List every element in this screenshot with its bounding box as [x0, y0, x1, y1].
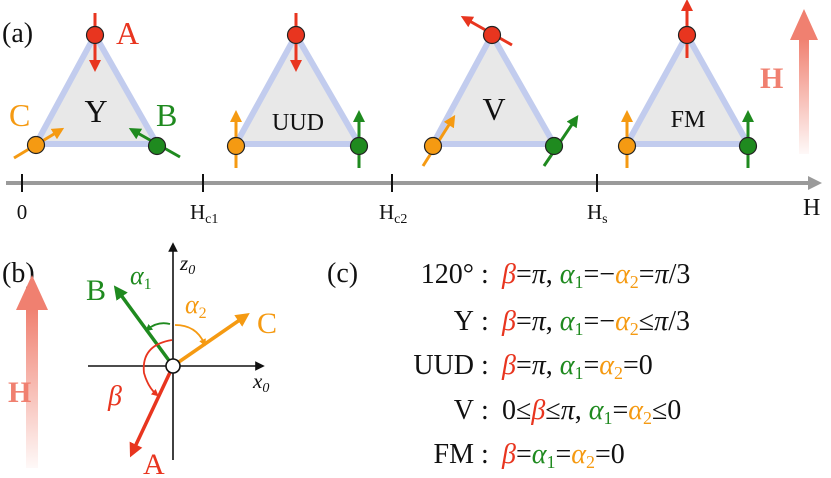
- site-c: [423, 136, 443, 156]
- site-label-b: B: [156, 97, 177, 133]
- field-arrow-a-shaft: [799, 38, 809, 154]
- site-c: [226, 136, 246, 156]
- site-label-a: A: [116, 15, 139, 51]
- alpha1-label: α1: [130, 261, 152, 293]
- spin-c-label: C: [257, 307, 277, 340]
- row-phase-name: FM: [434, 439, 475, 470]
- phase-label-y: Y: [84, 93, 107, 129]
- tick-label-zero: 0: [17, 200, 28, 224]
- triangle-uud-body: [233, 32, 362, 147]
- triangle-fm: FM: [617, 0, 758, 168]
- row-colon: :: [481, 439, 489, 470]
- site-b: [349, 136, 369, 156]
- site-c: [26, 135, 46, 155]
- row-condition: β=π, α1=−α2=π/3: [501, 259, 690, 292]
- tick-label-hc2: Hc2: [379, 200, 407, 227]
- row-phase-name: UUD: [413, 350, 474, 381]
- spin-a-label: A: [143, 448, 165, 478]
- row-colon: :: [481, 395, 489, 426]
- phase-label-uud: UUD: [272, 110, 324, 136]
- condition-row-y: Y : β=π, α1=−α2≤π/3: [454, 306, 690, 339]
- spin-a-vector: [129, 365, 175, 458]
- alpha1-arc: [145, 322, 171, 332]
- phase-label-fm: FM: [671, 107, 706, 133]
- alpha2-arc: [174, 324, 206, 347]
- tick-label-hs: Hs: [587, 200, 608, 227]
- condition-table: 120° : β=π, α1=−α2=π/3 Y : β=π, α1=−α2≤π…: [413, 259, 690, 472]
- axis-label-h: H: [803, 195, 820, 221]
- panel-a-label: (a): [2, 18, 33, 49]
- field-arrow-b-shaft: [26, 308, 38, 468]
- field-arrow-b-head: [16, 275, 48, 310]
- panel-c-label: (c): [327, 258, 358, 289]
- condition-row-v: V : 0≤β≤π, α1=α2≤0: [454, 395, 682, 428]
- field-arrow-b: H: [8, 275, 48, 468]
- z0-axis-label: z0: [179, 251, 195, 278]
- beta-arc: [142, 339, 173, 397]
- spin-b-label: B: [86, 274, 106, 307]
- phase-label-v: V: [482, 91, 505, 127]
- field-axis: 0 Hc1 Hc2 Hs H: [6, 174, 822, 227]
- beta-label: β: [107, 381, 122, 412]
- spin-angle-diagram: z0 x0 B C A α1 α2 β: [86, 242, 277, 478]
- origin-marker: [165, 358, 181, 374]
- triangle-v: V: [421, 16, 579, 167]
- site-a: [482, 25, 502, 45]
- triangle-v-body: [430, 32, 557, 147]
- site-b: [147, 136, 167, 156]
- row-condition: β=π, α1=α2=0: [501, 350, 653, 383]
- row-condition: 0≤β≤π, α1=α2≤0: [502, 395, 681, 428]
- condition-row-uud: UUD : β=π, α1=α2=0: [413, 350, 652, 383]
- row-colon: :: [481, 350, 489, 381]
- triangle-fm-body: [624, 32, 751, 147]
- spin-c-vector: [172, 313, 250, 368]
- row-phase-name: V: [454, 395, 474, 426]
- site-a: [677, 25, 697, 45]
- field-arrow-a: H: [760, 9, 818, 154]
- alpha2-label: α2: [185, 290, 207, 322]
- site-a: [85, 25, 105, 45]
- row-phase-name: Y: [454, 306, 474, 337]
- condition-row-120: 120° : β=π, α1=−α2=π/3: [421, 259, 691, 292]
- site-b: [738, 136, 758, 156]
- row-colon: :: [481, 259, 489, 290]
- field-label-a: H: [760, 62, 783, 95]
- field-arrow-a-head: [790, 9, 818, 40]
- triangle-y-body: [33, 32, 160, 147]
- triangle-uud: UUD: [226, 13, 369, 168]
- site-b: [544, 136, 564, 156]
- site-c: [617, 136, 637, 156]
- spin-b-vector: [113, 285, 175, 368]
- x0-axis-label: x0: [252, 369, 269, 396]
- row-condition: β=α1=α2=0: [501, 439, 625, 472]
- triangle-y: Y A B C: [9, 13, 181, 160]
- condition-row-fm: FM : β=α1=α2=0: [434, 439, 625, 472]
- row-phase-name: 120°: [421, 259, 474, 290]
- row-colon: :: [481, 306, 489, 337]
- row-condition: β=π, α1=−α2≤π/3: [501, 306, 690, 339]
- site-a: [286, 25, 306, 45]
- site-label-c: C: [9, 97, 30, 133]
- field-label-b: H: [8, 376, 31, 409]
- tick-label-hc1: Hc1: [190, 200, 218, 227]
